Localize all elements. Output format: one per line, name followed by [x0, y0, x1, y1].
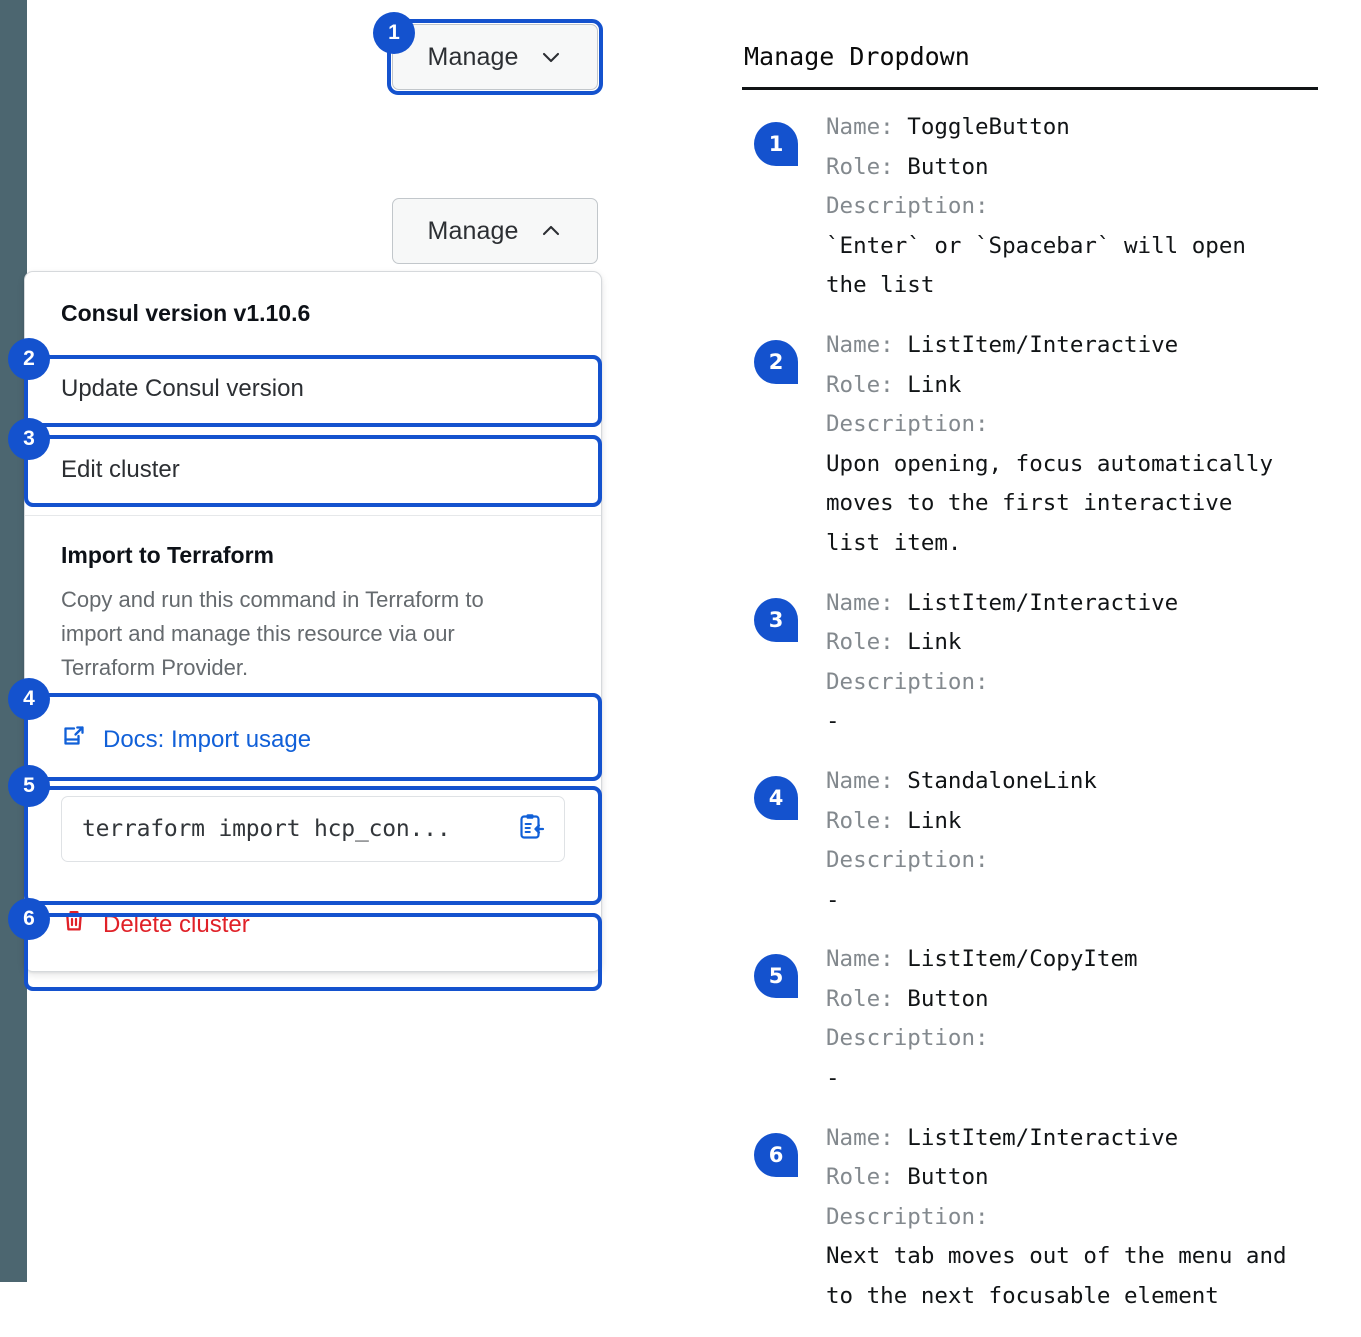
manage-toggle-label-expanded: Manage [427, 216, 519, 245]
field-value-name: StandaloneLink [907, 767, 1097, 794]
annotation-badge-2: 2 [8, 338, 50, 380]
field-value-description: - [826, 886, 840, 913]
annotation-pin-4: 4 [754, 775, 798, 820]
field-value-role: Link [907, 807, 962, 834]
menu-item-update-label: Update Consul version [61, 375, 304, 402]
manage-dropdown-menu: Consul version v1.10.6 Update Consul ver… [24, 271, 602, 973]
field-label-name: Name: [826, 767, 894, 794]
annotation-pin-2: 2 [754, 339, 798, 384]
annotation-badge-6: 6 [8, 898, 50, 940]
annotation-entry-fields: Name: ListItem/Interactive Role: Link De… [826, 584, 1178, 742]
field-value-name: ListItem/Interactive [907, 1124, 1179, 1151]
field-label-description: Description: [826, 411, 989, 438]
annotation-badge-3: 3 [8, 418, 50, 460]
annotation-entry: 3 Name: ListItem/Interactive Role: Link … [742, 584, 1342, 742]
annotation-pin-5: 5 [754, 954, 798, 999]
annotation-entry-fields: Name: ListItem/Interactive Role: Button … [826, 1119, 1287, 1317]
field-label-name: Name: [826, 331, 894, 358]
terraform-import-command: terraform import hcp_con... [82, 816, 451, 843]
field-label-name: Name: [826, 114, 894, 140]
consul-version-heading: Consul version v1.10.6 [61, 300, 311, 326]
field-value-role: Link [907, 371, 962, 398]
chevron-up-icon [540, 220, 562, 242]
manage-toggle-button-collapsed[interactable]: Manage [392, 24, 598, 90]
annotation-entry: 6 Name: ListItem/Interactive Role: Butto… [742, 1119, 1342, 1317]
import-to-terraform-title: Import to Terraform [61, 542, 274, 568]
menu-item-edit-label: Edit cluster [61, 456, 180, 483]
product-ui-pane: Manage 1 Manage Consul version v1.10.6 U… [0, 0, 700, 1282]
annotation-entry: 4 Name: StandaloneLink Role: Link Descri… [742, 762, 1342, 920]
annotation-entry: 1 Name: ToggleButton Role: Button Descri… [742, 108, 1342, 306]
field-label-name: Name: [826, 946, 894, 973]
field-value-name: ListItem/Interactive [907, 331, 1179, 358]
field-value-description: Next tab moves out of the menu and to th… [826, 1243, 1287, 1310]
trash-icon [61, 908, 87, 941]
field-value-description: - [826, 708, 840, 735]
field-label-role: Role: [826, 1164, 894, 1191]
field-label-description: Description: [826, 668, 989, 695]
annotation-badge-5: 5 [8, 765, 50, 807]
field-value-description: - [826, 1065, 840, 1092]
field-label-role: Role: [826, 153, 894, 180]
field-label-role: Role: [826, 371, 894, 398]
annotation-entry-fields: Name: ListItem/CopyItem Role: Button Des… [826, 940, 1138, 1098]
left-sidebar-rail [0, 0, 27, 1282]
manage-toggle-button-expanded[interactable]: Manage [392, 198, 598, 264]
terraform-import-copy-wrapper: terraform import hcp_con... [25, 780, 601, 882]
annotation-pin-6: 6 [754, 1132, 798, 1177]
annotation-spec-panel: Manage Dropdown 1 Name: ToggleButton Rol… [742, 0, 1342, 1337]
field-label-name: Name: [826, 1124, 894, 1151]
annotation-panel-title: Manage Dropdown [744, 42, 970, 71]
field-label-description: Description: [826, 847, 989, 874]
field-value-name: ListItem/Interactive [907, 589, 1179, 616]
menu-item-delete-cluster[interactable]: Delete cluster [25, 882, 601, 971]
annotation-badge-1: 1 [373, 12, 415, 54]
field-value-role: Link [907, 629, 962, 656]
menu-item-edit-cluster[interactable]: Edit cluster [25, 430, 601, 511]
field-value-role: Button [907, 985, 989, 1012]
annotation-panel-divider [742, 87, 1318, 90]
annotation-badge-4: 4 [8, 678, 50, 720]
field-label-role: Role: [826, 985, 894, 1012]
annotation-entry: 5 Name: ListItem/CopyItem Role: Button D… [742, 940, 1342, 1098]
field-label-description: Description: [826, 193, 989, 220]
menu-divider [25, 515, 601, 516]
menu-item-delete-label: Delete cluster [103, 910, 250, 938]
menu-item-docs-label: Docs: Import usage [103, 725, 312, 753]
field-label-role: Role: [826, 807, 894, 834]
field-value-description: Upon opening, focus automatically moves … [826, 450, 1274, 556]
import-to-terraform-description: Copy and run this command in Terraform t… [61, 587, 484, 681]
clipboard-copy-icon[interactable] [516, 812, 546, 847]
annotation-entry: 2 Name: ListItem/Interactive Role: Link … [742, 326, 1342, 564]
menu-item-docs-import-usage[interactable]: Docs: Import usage [25, 699, 601, 780]
menu-item-update-consul-version[interactable]: Update Consul version [25, 349, 601, 430]
manage-toggle-label: Manage [427, 42, 519, 71]
annotation-entry-list: 1 Name: ToggleButton Role: Button Descri… [742, 108, 1342, 1317]
field-label-name: Name: [826, 589, 894, 616]
annotation-entry-fields: Name: ListItem/Interactive Role: Link De… [826, 326, 1273, 564]
annotation-pin-3: 3 [754, 597, 798, 642]
field-value-description: `Enter` or `Spacebar` will open the list [826, 232, 1246, 299]
field-label-role: Role: [826, 629, 894, 656]
field-value-name: ListItem/CopyItem [907, 946, 1138, 973]
external-link-docs-icon [61, 723, 87, 756]
field-label-description: Description: [826, 1203, 989, 1230]
field-value-role: Button [907, 1164, 989, 1191]
field-label-description: Description: [826, 1025, 989, 1052]
field-value-name: ToggleButton [907, 114, 1070, 140]
annotation-pin-1: 1 [754, 122, 798, 166]
field-value-role: Button [907, 153, 989, 180]
annotation-entry-fields: Name: ToggleButton Role: Button Descript… [826, 108, 1246, 306]
terraform-import-copy-field[interactable]: terraform import hcp_con... [61, 796, 565, 863]
annotation-entry-fields: Name: StandaloneLink Role: Link Descript… [826, 762, 1097, 920]
chevron-down-icon [540, 46, 562, 68]
